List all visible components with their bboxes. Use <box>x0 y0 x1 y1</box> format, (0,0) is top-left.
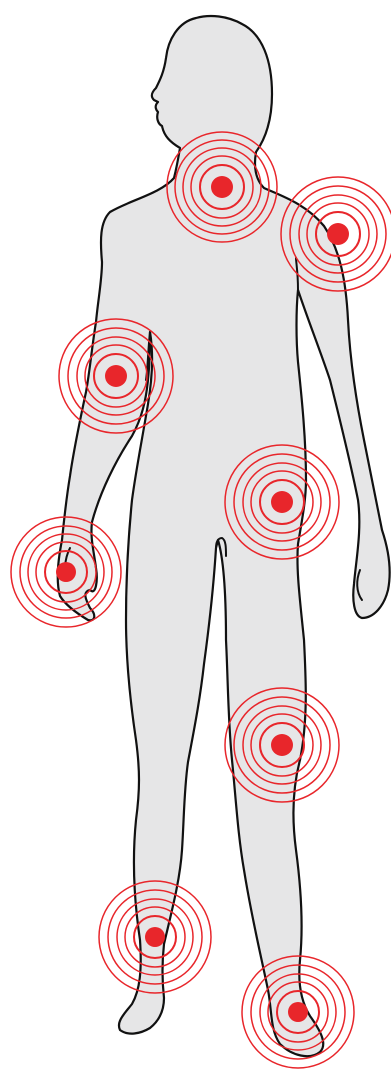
pain-dot <box>145 927 165 947</box>
pain-dot <box>288 1002 308 1022</box>
pain-dot <box>271 491 293 513</box>
pain-dot <box>56 562 76 582</box>
pain-point-neck <box>167 132 277 242</box>
pain-dot <box>105 365 127 387</box>
pain-dot <box>271 734 293 756</box>
pain-point-right-wrist <box>11 517 121 627</box>
pain-dot <box>327 223 349 245</box>
pain-dot <box>211 176 233 198</box>
